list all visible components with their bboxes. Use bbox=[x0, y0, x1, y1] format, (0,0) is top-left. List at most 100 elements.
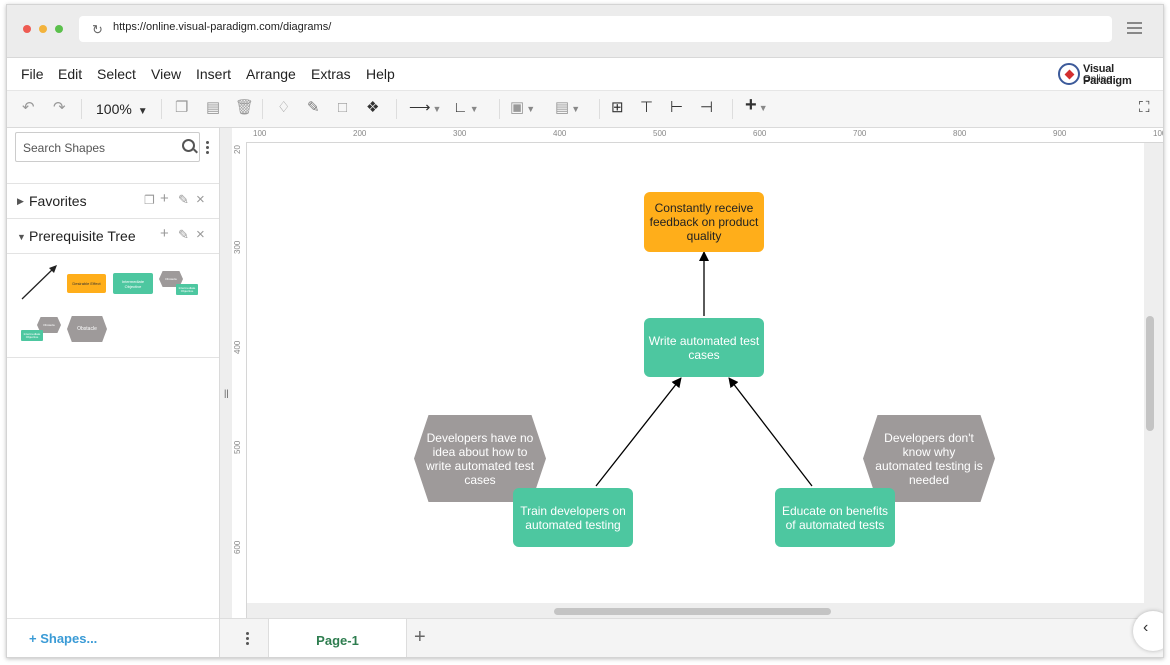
obstacle-combo-label-2: Obstacle bbox=[43, 323, 55, 327]
toolbar: ↶ ↷ 100% ▼ ❐ ▤ 🗑 ♢ ✎ □ ❖ ⟶▼ ∟▼ ▣▼ ▤▼ ⊞ ⊤… bbox=[7, 91, 1163, 128]
browser-menu-icon[interactable] bbox=[1127, 22, 1142, 37]
ruler-h-label: 300 bbox=[453, 129, 467, 138]
intermediate-combo-shape-2[interactable]: Intermediate Objective bbox=[21, 330, 43, 341]
arrow-shape[interactable] bbox=[19, 262, 59, 302]
close-icon[interactable]: × bbox=[196, 226, 205, 243]
obstacle-combo-shape-2[interactable]: Obstacle bbox=[37, 317, 61, 333]
align-center-icon[interactable]: ⊣ bbox=[700, 99, 714, 116]
menu-file[interactable]: File bbox=[21, 66, 44, 82]
maximize-window-button[interactable] bbox=[55, 25, 63, 33]
obstacle-left-node[interactable]: Developers have no idea about how to wri… bbox=[414, 415, 546, 502]
copy-icon[interactable]: ❐ bbox=[175, 99, 189, 116]
chevron-left-icon: ‹ bbox=[1143, 619, 1149, 636]
visual-paradigm-logo: Visual Paradigm Online bbox=[1058, 61, 1158, 87]
shadow-icon[interactable]: □ bbox=[338, 99, 348, 116]
ruler-h-label: 100 bbox=[253, 129, 267, 138]
paste-icon[interactable]: ▤ bbox=[206, 99, 221, 116]
menu-select[interactable]: Select bbox=[97, 66, 136, 82]
menu-view[interactable]: View bbox=[151, 66, 182, 82]
obstacle-combo-label: Obstacle bbox=[165, 277, 177, 281]
intermediate-combo-label: Intermediate Objective bbox=[178, 285, 196, 293]
ruler-h-label: 100 bbox=[1153, 129, 1163, 138]
chevron-down-icon: ▼ bbox=[17, 232, 26, 242]
connector-train-to-write[interactable] bbox=[595, 377, 682, 487]
page-tab-1[interactable]: Page-1 bbox=[268, 619, 407, 657]
close-window-button[interactable] bbox=[23, 25, 31, 33]
desirable-effect-shape[interactable]: Desirable Effect bbox=[67, 274, 106, 293]
connector-educate-to-write[interactable] bbox=[728, 377, 813, 487]
ruler-v-label: 300 bbox=[233, 240, 242, 254]
waypoint-style-icon[interactable]: ∟▼ bbox=[453, 99, 479, 116]
section-title-favorites: Favorites bbox=[29, 193, 87, 209]
page-options-icon[interactable] bbox=[246, 632, 249, 647]
add-icon[interactable]: + bbox=[160, 190, 169, 207]
diagram-canvas-area: || 20 300 400 500 600 100 200 300 400 50… bbox=[220, 128, 1163, 657]
clipboard-icon[interactable]: ❐ bbox=[144, 193, 155, 207]
undo-icon[interactable]: ↶ bbox=[22, 99, 35, 116]
shape-palette: Desirable Effect Intermediate Objective … bbox=[7, 253, 219, 358]
address-bar[interactable]: ↻ https://online.visual-paradigm.com/dia… bbox=[79, 16, 1112, 42]
zoom-dropdown[interactable]: 100% ▼ bbox=[96, 101, 148, 117]
insert-icon[interactable]: +▼ bbox=[745, 94, 768, 116]
educate-benefits-node[interactable]: Educate on benefits of automated tests bbox=[775, 488, 895, 547]
section-prerequisite-tree[interactable]: ▼ Prerequisite Tree + ✎ × bbox=[7, 218, 219, 253]
add-page-icon[interactable]: + bbox=[414, 626, 426, 648]
shape-sidebar: Search Shapes ▶ Favorites ❐ + ✎ × ▼ Prer… bbox=[7, 128, 220, 657]
menu-bar: File Edit Select View Insert Arrange Ext… bbox=[7, 58, 1163, 91]
menu-help[interactable]: Help bbox=[366, 66, 395, 82]
menu-arrange[interactable]: Arrange bbox=[246, 66, 296, 82]
sidebar-options-icon[interactable] bbox=[206, 141, 209, 156]
ruler-h-label: 400 bbox=[553, 129, 567, 138]
line-color-icon[interactable]: ✎ bbox=[307, 99, 320, 116]
page-tab-label: Page-1 bbox=[316, 633, 359, 648]
distribute-vertical-icon[interactable]: ⊢ bbox=[670, 99, 684, 116]
ruler-v-label: 20 bbox=[233, 145, 242, 154]
goal-node[interactable]: Constantly receive feedback on product q… bbox=[644, 192, 764, 252]
obstacle-shape-label: Obstacle bbox=[77, 326, 97, 332]
obstacle-shape[interactable]: Obstacle bbox=[67, 316, 107, 342]
ruler-h-label: 200 bbox=[353, 129, 367, 138]
fullscreen-icon[interactable]: ⛶ bbox=[1139, 99, 1150, 116]
more-shapes-label: Shapes... bbox=[40, 631, 98, 646]
edit-icon[interactable]: ✎ bbox=[178, 192, 189, 207]
distribute-horizontal-icon[interactable]: ⊤ bbox=[640, 99, 654, 116]
more-shapes-button[interactable]: + Shapes... bbox=[7, 618, 219, 657]
logo-mark-icon bbox=[1058, 63, 1080, 85]
format-painter-icon[interactable]: ❖ bbox=[366, 99, 380, 116]
select-all-icon[interactable]: ⊞ bbox=[611, 99, 624, 116]
align-icon[interactable]: ▤▼ bbox=[555, 99, 581, 116]
intermediate-objective-shape[interactable]: Intermediate Objective bbox=[113, 273, 153, 294]
minimize-window-button[interactable] bbox=[39, 25, 47, 33]
connector-style-icon[interactable]: ⟶▼ bbox=[409, 99, 442, 116]
sidebar-splitter-handle[interactable]: || bbox=[224, 388, 229, 398]
chevron-right-icon: ▶ bbox=[17, 196, 24, 206]
desirable-shape-label: Desirable Effect bbox=[72, 281, 101, 286]
search-icon[interactable] bbox=[182, 139, 195, 152]
add-icon[interactable]: + bbox=[160, 225, 169, 242]
write-test-cases-node[interactable]: Write automated test cases bbox=[644, 318, 764, 377]
browser-titlebar: ↻ https://online.visual-paradigm.com/dia… bbox=[7, 5, 1163, 58]
menu-extras[interactable]: Extras bbox=[311, 66, 351, 82]
redo-icon[interactable]: ↷ bbox=[53, 99, 66, 116]
obstacle-right-node[interactable]: Developers don't know why automated test… bbox=[863, 415, 995, 502]
reload-icon[interactable]: ↻ bbox=[92, 22, 103, 37]
collapse-panel-button[interactable]: ‹ bbox=[1133, 611, 1163, 651]
section-favorites[interactable]: ▶ Favorites ❐ + ✎ × bbox=[7, 183, 219, 218]
train-developers-node[interactable]: Train developers on automated testing bbox=[513, 488, 633, 547]
menu-insert[interactable]: Insert bbox=[196, 66, 232, 82]
horizontal-scrollbar[interactable] bbox=[554, 608, 831, 615]
vertical-scrollbar[interactable] bbox=[1146, 316, 1154, 431]
edit-icon[interactable]: ✎ bbox=[178, 227, 189, 242]
search-shapes-input[interactable]: Search Shapes bbox=[15, 132, 200, 162]
arrange-front-icon[interactable]: ▣▼ bbox=[510, 99, 536, 116]
fill-color-icon[interactable]: ♢ bbox=[277, 99, 291, 116]
diagram-page[interactable]: Constantly receive feedback on product q… bbox=[247, 143, 1144, 603]
obstacle-combo-shape[interactable]: Obstacle bbox=[159, 271, 183, 287]
section-title-prerequisite-tree: Prerequisite Tree bbox=[29, 228, 136, 244]
ruler-v-label: 600 bbox=[233, 540, 242, 554]
close-icon[interactable]: × bbox=[196, 191, 205, 208]
menu-edit[interactable]: Edit bbox=[58, 66, 83, 82]
intermediate-combo-shape[interactable]: Intermediate Objective bbox=[176, 284, 198, 295]
ruler-h-label: 800 bbox=[953, 129, 967, 138]
delete-icon[interactable]: 🗑 bbox=[235, 99, 255, 116]
